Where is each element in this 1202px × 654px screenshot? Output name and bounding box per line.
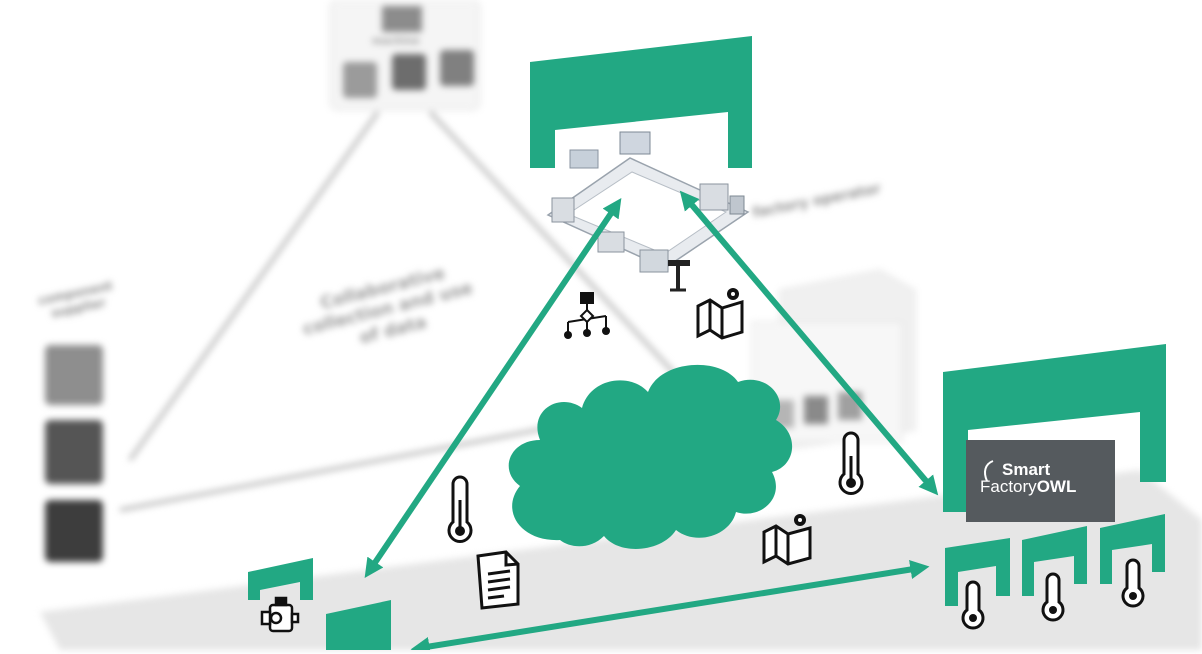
logo-swoosh-icon xyxy=(984,460,994,482)
machine-tile-2 xyxy=(392,54,426,90)
logo-line-factory: Factory xyxy=(980,477,1037,496)
top-node-frame xyxy=(530,36,752,168)
logo-line-owl: OWL xyxy=(1036,477,1077,496)
thermometer-icon-2 xyxy=(838,431,864,495)
sensor-node-1 xyxy=(945,538,1010,606)
cloud-icon xyxy=(508,364,793,549)
arrow-smartfactory-to-operator xyxy=(679,190,939,496)
supplier-node-1 xyxy=(248,558,313,600)
triangle-left-edge xyxy=(128,110,380,462)
org-chart-icon xyxy=(564,292,610,339)
supplier-node-2 xyxy=(326,600,391,650)
thermometer-icon xyxy=(447,475,473,543)
machine-tile-1 xyxy=(343,62,377,98)
thermometer-icon-4 xyxy=(1041,572,1065,622)
map-pin-icon-2 xyxy=(762,514,812,566)
machine-label: machine xyxy=(372,36,420,47)
sensor-node-3 xyxy=(1100,514,1165,584)
thermometer-icon-5 xyxy=(1121,558,1145,608)
supplier-tile-1 xyxy=(45,345,103,405)
machine-icon-shape xyxy=(382,6,422,32)
supplier-tile-3 xyxy=(45,500,103,562)
smartfactory-owl-logo: Smart FactoryOWL xyxy=(966,440,1115,522)
document-icon xyxy=(476,550,520,610)
arrow-supplier-to-smartfactory xyxy=(410,560,930,654)
machine-tile-3 xyxy=(440,50,474,86)
thermometer-icon-3 xyxy=(961,580,985,630)
arrow-supplier-to-operator xyxy=(364,198,622,578)
right-node-frame xyxy=(943,344,1166,512)
map-pin-icon xyxy=(696,288,744,340)
sensor-node-2 xyxy=(1022,526,1087,596)
logo-line-smart: Smart xyxy=(1002,460,1051,479)
motor-icon xyxy=(260,596,300,633)
supplier-tile-2 xyxy=(45,420,103,484)
